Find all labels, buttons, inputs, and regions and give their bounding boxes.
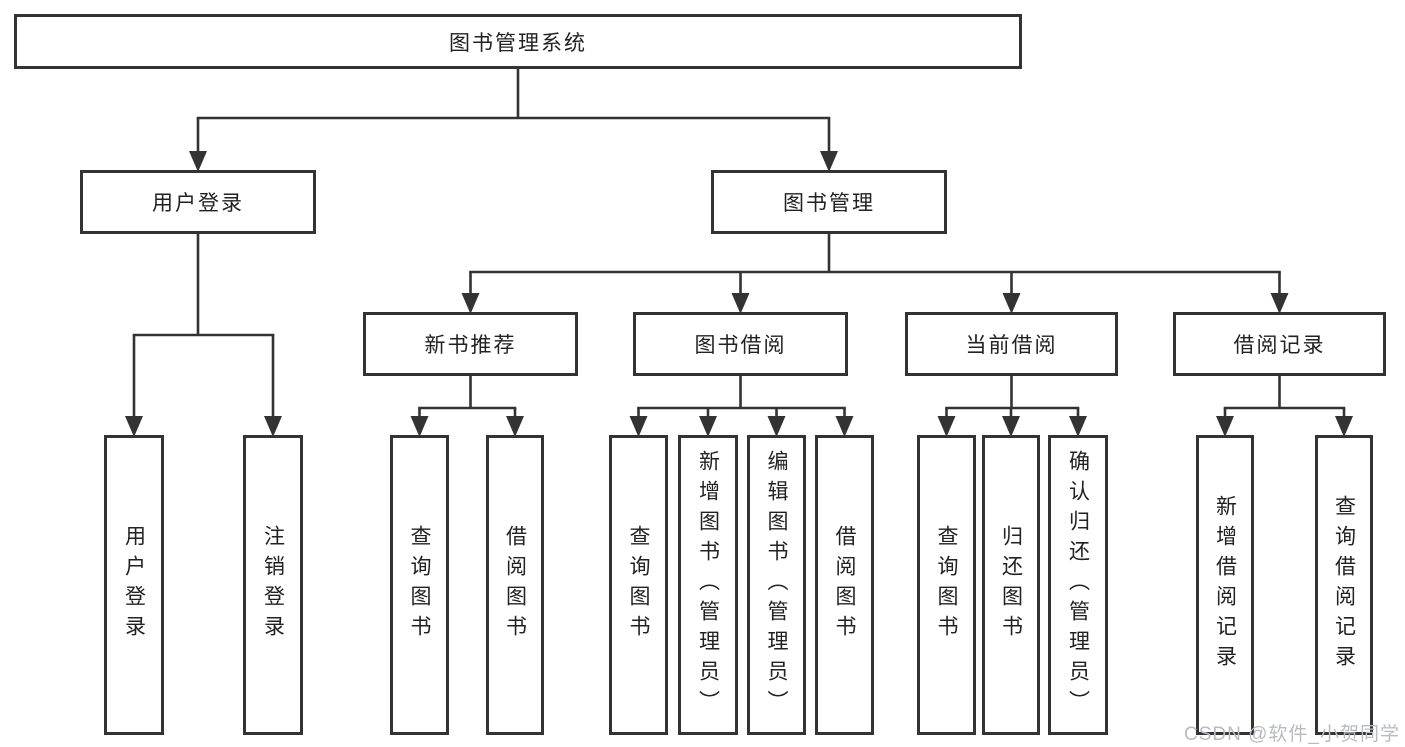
node-label-leaf-add-record: 新增借阅记录 (1213, 495, 1237, 675)
node-current-borrow: 当前借阅 (905, 312, 1118, 376)
node-leaf-confirm-return: 确认归还（管理员） (1048, 435, 1108, 735)
arrowhead-icon (264, 416, 282, 437)
node-label-leaf-borrow-book-1: 借阅图书 (503, 525, 527, 645)
node-user-login: 用户登录 (80, 170, 316, 234)
node-leaf-logout: 注销登录 (243, 435, 303, 735)
arrowhead-icon (699, 416, 717, 437)
arrowhead-icon (629, 416, 648, 437)
node-leaf-borrow-book-2: 借阅图书 (815, 435, 874, 735)
node-leaf-query-book-3: 查询图书 (917, 435, 976, 735)
node-leaf-add-record: 新增借阅记录 (1196, 435, 1254, 735)
node-root: 图书管理系统 (14, 14, 1022, 69)
watermark-text: CSDN @软件_小贺同学 (1184, 724, 1400, 745)
arrowhead-icon (1216, 416, 1234, 437)
node-label-leaf-add-book: 新增图书（管理员） (696, 450, 720, 720)
arrowhead-icon (767, 416, 786, 437)
node-leaf-user-login: 用户登录 (104, 435, 164, 735)
node-leaf-query-book-1: 查询图书 (390, 435, 449, 735)
node-label-leaf-return-book: 归还图书 (999, 525, 1023, 645)
node-leaf-query-book-2: 查询图书 (609, 435, 668, 735)
arrowhead-icon (937, 416, 956, 437)
node-label-leaf-query-book-1: 查询图书 (408, 525, 431, 645)
node-leaf-return-book: 归还图书 (982, 435, 1040, 735)
node-label-current-borrow: 当前借阅 (965, 334, 1058, 357)
arrowhead-icon (1069, 416, 1087, 437)
arrowhead-icon (820, 151, 838, 172)
arrowhead-icon (125, 416, 143, 437)
arrowhead-icon (506, 416, 524, 437)
node-book-mgmt: 图书管理 (711, 170, 947, 234)
node-label-user-login: 用户登录 (152, 192, 244, 215)
node-leaf-borrow-book-1: 借阅图书 (486, 435, 544, 735)
node-new-book-rec: 新书推荐 (363, 312, 578, 376)
arrowhead-icon (1002, 293, 1021, 314)
node-leaf-query-record: 查询借阅记录 (1315, 435, 1373, 735)
arrowhead-icon (835, 416, 854, 437)
arrowhead-icon (1335, 416, 1353, 437)
arrowhead-icon (410, 416, 429, 437)
node-label-leaf-query-book-2: 查询图书 (627, 525, 650, 645)
node-label-new-book-rec: 新书推荐 (424, 334, 517, 357)
node-label-root: 图书管理系统 (449, 31, 587, 55)
arrowhead-icon (1270, 293, 1289, 314)
node-label-leaf-borrow-book-2: 借阅图书 (833, 525, 856, 645)
arrowhead-icon (731, 293, 750, 314)
node-label-leaf-confirm-return: 确认归还（管理员） (1066, 450, 1090, 720)
node-label-book-borrow: 图书借阅 (694, 334, 787, 357)
node-borrow-records: 借阅记录 (1173, 312, 1386, 376)
node-label-leaf-query-book-3: 查询图书 (935, 525, 958, 645)
node-label-borrow-records: 借阅记录 (1233, 334, 1326, 357)
node-book-borrow: 图书借阅 (633, 312, 848, 376)
node-label-leaf-query-record: 查询借阅记录 (1332, 495, 1356, 675)
arrowhead-icon (461, 293, 480, 314)
node-label-leaf-edit-book: 编辑图书（管理员） (765, 450, 788, 720)
node-label-book-mgmt: 图书管理 (783, 192, 875, 215)
node-leaf-add-book: 新增图书（管理员） (678, 435, 738, 735)
node-label-leaf-user-login: 用户登录 (122, 525, 146, 645)
node-label-leaf-logout: 注销登录 (261, 525, 285, 645)
node-leaf-edit-book: 编辑图书（管理员） (747, 435, 806, 735)
arrowhead-icon (189, 151, 207, 172)
arrowhead-icon (1002, 416, 1020, 437)
